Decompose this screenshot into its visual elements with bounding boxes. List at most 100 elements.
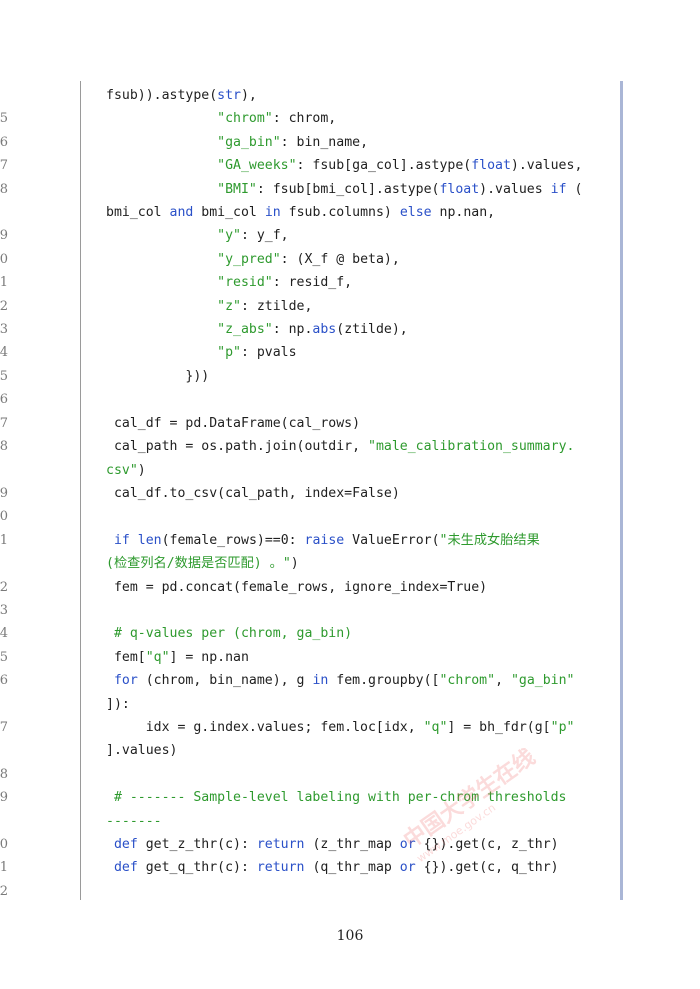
code-token: (ztilde),: [336, 322, 408, 338]
line-number: 361: [0, 275, 8, 291]
line-number: 381: [0, 860, 8, 876]
code-token: "z": [217, 298, 241, 314]
line-number: 382: [0, 883, 8, 899]
code-line: 380 def get_z_thr(c): return (z_thr_map o…: [0, 833, 640, 856]
code-token: ,: [495, 673, 511, 689]
code-token: ).values: [479, 181, 551, 197]
code-token: def: [113, 860, 138, 876]
code-token: : pvals: [240, 345, 297, 361]
line-number: 375: [0, 649, 8, 665]
code-token: ] = np.nan: [169, 649, 249, 665]
code-token: idx = g.index.values; fem.loc[idx,: [145, 719, 424, 735]
code-line: 365})): [0, 365, 640, 388]
code-token: cal_df.to_csv(cal_path, index=False): [113, 485, 400, 501]
code-token: ): [290, 556, 299, 572]
code-token: })): [185, 368, 210, 384]
code-line: 356 "ga_bin": bin_name,: [0, 131, 640, 154]
code-token: return: [256, 860, 305, 876]
code-token: def: [113, 837, 138, 852]
code-text: fem = pd.concat(female_rows, ignore_inde…: [106, 576, 614, 599]
code-text: "ga_bin": bin_name,: [106, 131, 614, 154]
code-token: float: [471, 158, 511, 174]
code-line: 367cal_df = pd.DataFrame(cal_rows): [0, 412, 640, 435]
code-text: -------: [106, 810, 614, 833]
code-token: : fsub[bmi_col].astype(: [256, 181, 440, 197]
code-token: "ga_bin": [217, 134, 281, 150]
line-number: 357: [0, 158, 8, 174]
line-number: 363: [0, 322, 8, 338]
line-number: 365: [0, 368, 8, 384]
code-text: "y_pred": (X_f @ beta),: [106, 248, 614, 271]
code-text: "resid": resid_f,: [106, 271, 614, 294]
code-token: fem.groupby([: [328, 673, 440, 689]
page-number: 106: [336, 928, 364, 944]
code-token: raise: [304, 532, 345, 548]
code-line: 381def get_q_thr(c): return (q_thr_map o…: [0, 856, 640, 879]
line-number: 376: [0, 673, 8, 689]
code-token: fsub.columns): [280, 205, 400, 221]
code-text: [106, 388, 614, 411]
code-text: ].values): [106, 739, 614, 762]
code-token: csv": [106, 462, 138, 478]
code-line: ].values): [0, 739, 640, 762]
code-line: 370: [0, 505, 640, 528]
code-token: if: [113, 532, 130, 548]
code-text: def get_z_thr(c): return (z_thr_map or {…: [106, 833, 614, 856]
line-number: 377: [0, 719, 8, 735]
line-number: 372: [0, 579, 8, 595]
gutter-divider: [80, 81, 81, 900]
code-line: 377idx = g.index.values; fem.loc[idx, "q…: [0, 716, 640, 739]
line-number: 370: [0, 509, 8, 525]
code-token: get_q_thr(c):: [137, 860, 257, 876]
line-number: 356: [0, 134, 8, 150]
line-number: 371: [0, 532, 8, 548]
code-text: csv"): [106, 459, 614, 482]
code-token: and: [169, 205, 194, 221]
code-token: {}).get(c, z_thr): [415, 837, 559, 852]
code-token: "chrom": [439, 673, 496, 689]
line-number: 367: [0, 415, 8, 431]
code-line: 355"chrom": chrom,: [0, 107, 640, 130]
code-text: [106, 599, 614, 622]
code-token: in: [312, 673, 329, 689]
line-number: 362: [0, 298, 8, 314]
code-token: cal_path = os.path.join(outdir,: [113, 439, 369, 455]
code-token: ).values,: [510, 158, 583, 174]
code-token: bmi_col: [106, 205, 170, 221]
code-line: 358"BMI": fsub[bmi_col].astype(float).va…: [0, 178, 640, 201]
code-token: (female_rows)==0:: [161, 532, 305, 548]
code-token: "BMI": [217, 181, 257, 197]
code-token: : (X_f @ beta),: [280, 251, 400, 267]
code-token: : bin_name,: [280, 134, 369, 150]
code-line: 372 fem = pd.concat(female_rows, ignore_i…: [0, 576, 640, 599]
line-number: 359: [0, 228, 8, 244]
code-token: "z_abs": [217, 322, 273, 338]
code-line: 361 "resid": resid_f,: [0, 271, 640, 294]
code-token: : y_f,: [240, 228, 289, 244]
code-line: 379# ------- Sample-level labeling with …: [0, 786, 640, 809]
code-token: "GA_weeks": [217, 158, 297, 174]
code-token: "q": [145, 649, 170, 665]
line-number: 380: [0, 837, 8, 852]
code-token: -------: [106, 813, 162, 829]
code-text: for (chrom, bin_name), g in fem.groupby(…: [106, 669, 614, 692]
code-line: 359"y": y_f,: [0, 224, 640, 247]
code-token: (: [566, 181, 583, 197]
code-line: 357"GA_weeks": fsub[ga_col].astype(float…: [0, 154, 640, 177]
code-token: ),: [240, 88, 257, 103]
code-text: fsub)).astype(str),: [106, 84, 614, 107]
code-token: {}).get(c, q_thr): [415, 860, 559, 876]
code-token: "p": [550, 719, 575, 735]
code-line: 360"y_pred": (X_f @ beta),: [0, 248, 640, 271]
code-text: "p": pvals: [106, 341, 614, 364]
line-number: 369: [0, 485, 8, 501]
code-text: (检查列名/数据是否匹配) 。"): [106, 552, 614, 575]
code-line: -------: [0, 810, 640, 833]
code-token: (z_thr_map: [304, 837, 400, 852]
code-text: # q-values per (chrom, ga_bin): [106, 622, 614, 645]
code-token: ): [137, 462, 146, 478]
code-token: else: [399, 205, 432, 221]
code-token: (chrom, bin_name), g: [137, 673, 313, 689]
line-number: 364: [0, 345, 8, 361]
line-number: 378: [0, 766, 8, 782]
